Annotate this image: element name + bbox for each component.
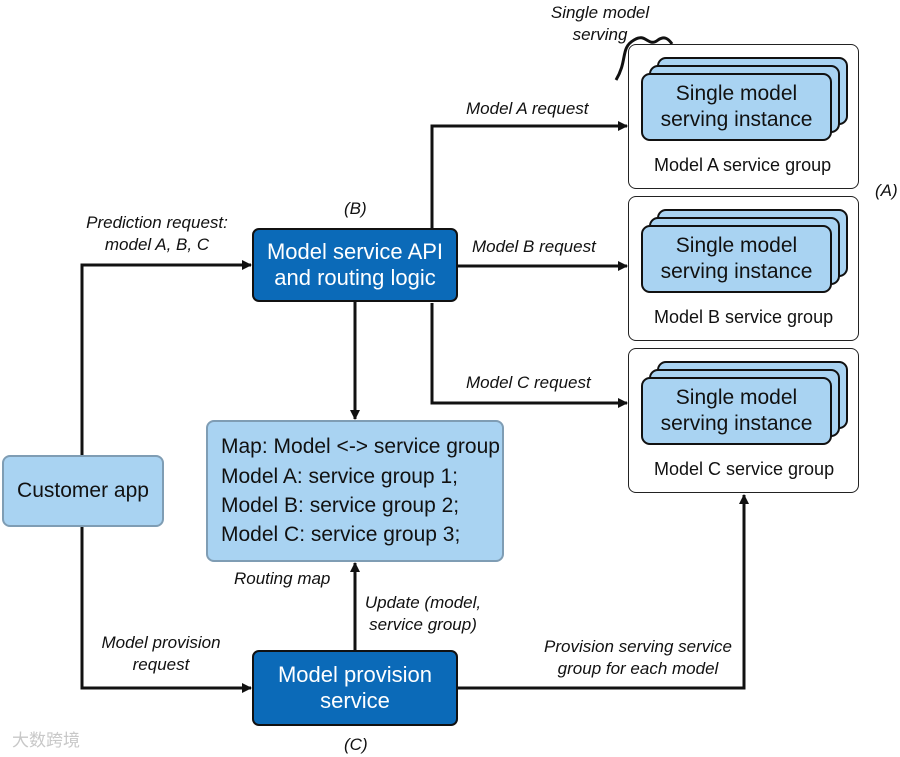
customer-app-box[interactable]: Customer app — [2, 455, 164, 527]
update-line1: Update (model, — [364, 593, 482, 612]
api-box-line1: Model service API — [266, 238, 444, 264]
single-model-instance-b[interactable]: Single model serving instance — [641, 225, 832, 293]
watermark: 大数跨境 — [12, 731, 80, 750]
instance-a-line1: Single model — [675, 81, 798, 105]
provision-box-line1: Model provision — [277, 661, 433, 687]
api-box-line2: and routing logic — [274, 265, 436, 290]
instance-c-line2: serving instance — [660, 412, 813, 435]
single-model-serving-line2: serving — [572, 25, 628, 45]
marker-b: (B) — [344, 199, 367, 218]
model-service-api-box[interactable]: Model service API and routing logic — [252, 228, 458, 302]
marker-a: (A) — [875, 181, 898, 200]
model-provision-service-box[interactable]: Model provision service — [252, 650, 458, 726]
squiggle-pointer — [614, 36, 674, 81]
single-model-instance-c[interactable]: Single model serving instance — [641, 377, 832, 445]
model-c-request-label: Model C request — [466, 373, 591, 392]
arrow-provision-serving — [458, 494, 749, 690]
update-label: Update (model, service group) — [356, 592, 490, 636]
service-group-c-label: Model C service group — [654, 459, 835, 479]
provision-serving-line1: Provision serving service — [543, 637, 732, 656]
single-model-serving-line1: Single model — [550, 3, 650, 22]
single-model-instance-a[interactable]: Single model serving instance — [641, 73, 832, 141]
routing-map-arrow-label: Routing map — [234, 569, 331, 588]
model-provision-request-label: Model provision request — [86, 632, 236, 676]
service-group-c[interactable]: Single model serving instance Model C se… — [628, 348, 859, 493]
arrow-model-c-request — [430, 303, 628, 408]
routing-map-line-2: Model A: service group 1; — [221, 464, 458, 488]
marker-c: (C) — [344, 735, 368, 754]
service-group-a-label: Model A service group — [654, 155, 832, 175]
model-provision-request-line2: request — [132, 655, 190, 675]
model-b-request-label: Model B request — [472, 237, 596, 256]
provision-serving-label: Provision serving service group for each… — [530, 636, 746, 680]
service-group-b[interactable]: Single model serving instance Model B se… — [628, 196, 859, 341]
routing-map-line-3: Model B: service group 2; — [221, 494, 460, 517]
arrow-model-provision-request — [80, 527, 252, 693]
service-group-a[interactable]: Single model serving instance Model A se… — [628, 44, 859, 189]
instance-b-line1: Single model — [675, 233, 798, 257]
routing-map-line-1: Map: Model <-> service group — [221, 435, 500, 459]
prediction-request-label: Prediction request: model A, B, C — [72, 212, 242, 256]
instance-c-line1: Single model — [675, 385, 798, 409]
customer-app-label: Customer app — [17, 479, 149, 503]
routing-map-box[interactable]: Map: Model <-> service group Model A: se… — [206, 420, 504, 562]
routing-map-line-4: Model C: service group 3; — [221, 523, 461, 547]
model-provision-request-line1: Model provision — [101, 633, 221, 652]
service-group-b-label: Model B service group — [654, 307, 834, 327]
instance-b-line2: serving instance — [660, 260, 813, 283]
arrow-prediction-request — [80, 260, 252, 455]
instance-a-line2: serving instance — [660, 108, 813, 131]
provision-serving-line2: group for each model — [557, 659, 719, 679]
provision-box-line2: service — [320, 688, 390, 713]
prediction-request-line1: Prediction request: — [86, 213, 228, 232]
update-line2: service group) — [369, 615, 477, 635]
single-model-serving-label: Single model serving — [540, 2, 660, 46]
arrow-model-a-request — [430, 121, 628, 228]
prediction-request-line2: model A, B, C — [104, 235, 210, 255]
model-a-request-label: Model A request — [466, 99, 589, 118]
